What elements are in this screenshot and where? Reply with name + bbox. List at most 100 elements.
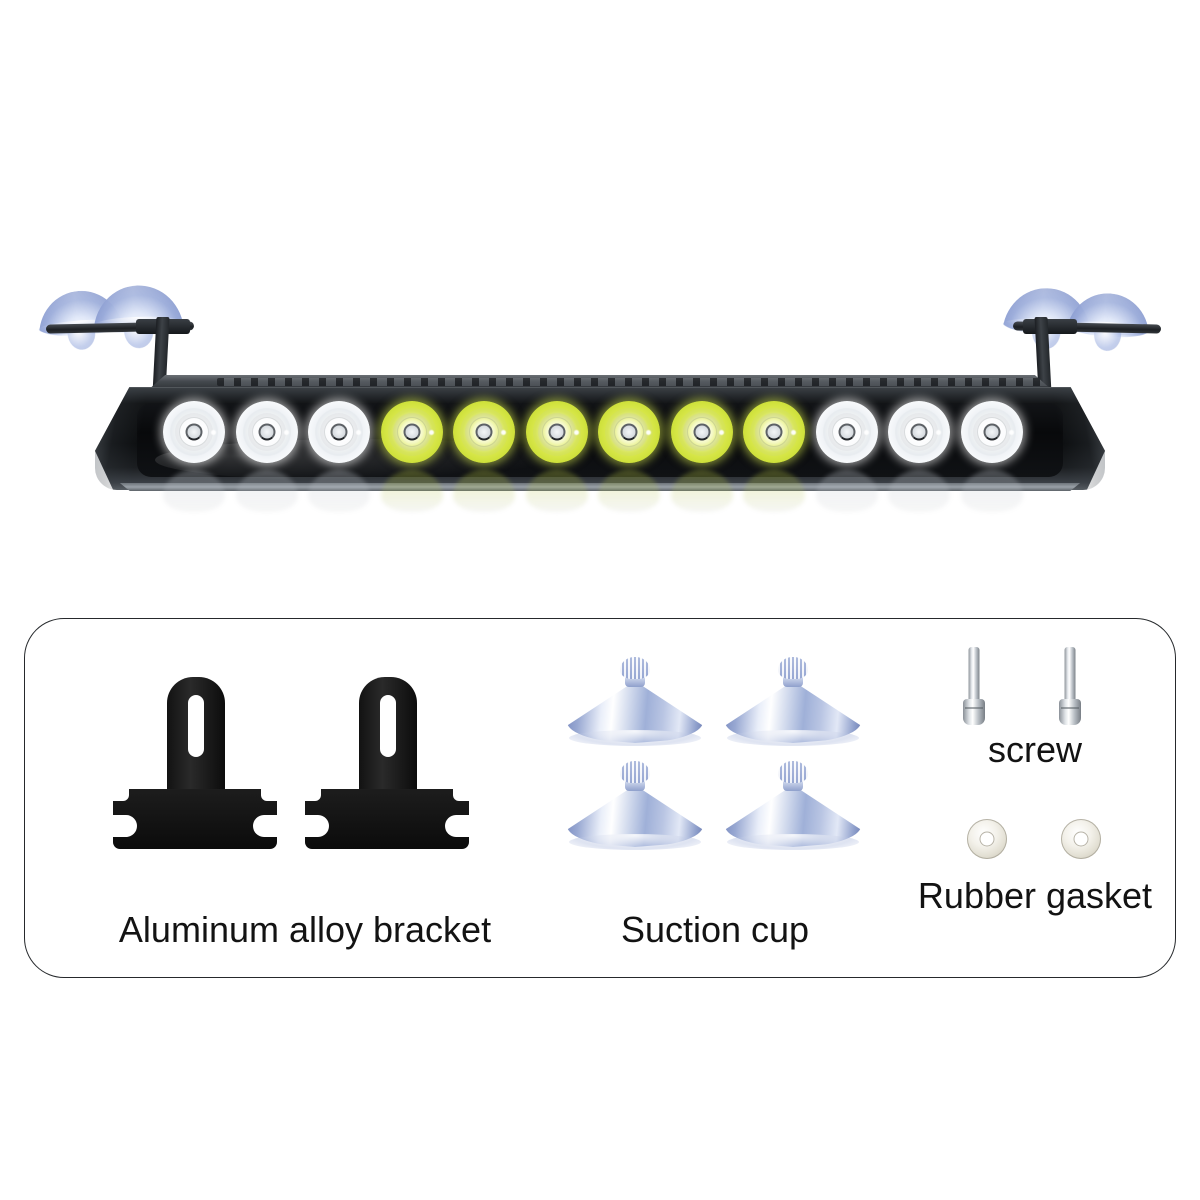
bracket-notch-right bbox=[445, 815, 471, 837]
led-reflection bbox=[235, 470, 298, 512]
led-reflection bbox=[525, 470, 588, 512]
bracket-upright-post bbox=[167, 677, 225, 799]
bracket-notch-left bbox=[111, 815, 137, 837]
led-reflection bbox=[598, 470, 661, 512]
accessory-label-suction-cup: Suction cup bbox=[620, 909, 810, 950]
led-emitter-chip bbox=[620, 423, 638, 441]
led-specular-dot bbox=[428, 430, 434, 436]
rubber-gasket-2 bbox=[1061, 819, 1101, 859]
accessory-label-screw: screw bbox=[987, 729, 1082, 770]
accessory-group-suction-cup: Suction cup bbox=[545, 647, 885, 957]
gasket-hole bbox=[979, 831, 995, 847]
bracket-shoulder-left bbox=[113, 789, 129, 801]
suction-cup-rim bbox=[569, 730, 701, 746]
led-emitter-chip bbox=[403, 423, 421, 441]
led-lens-7 bbox=[598, 401, 661, 463]
mount-assembly-left bbox=[30, 275, 230, 412]
led-lens-9 bbox=[743, 401, 806, 463]
led-lens-2 bbox=[235, 401, 298, 463]
led-emitter-chip bbox=[838, 423, 856, 441]
gasket-pair bbox=[967, 819, 1107, 859]
led-specular-dot bbox=[718, 430, 724, 436]
led-lens-4 bbox=[380, 401, 443, 463]
led-lens-12 bbox=[960, 401, 1023, 463]
led-reflection bbox=[670, 470, 733, 512]
suction-cup-knob bbox=[778, 657, 808, 679]
screw-shank bbox=[1064, 647, 1076, 703]
aluminum-alloy-bracket-2 bbox=[303, 677, 471, 849]
housing-bottom-lip bbox=[119, 483, 1081, 491]
led-row bbox=[163, 400, 1023, 464]
bracket-notch-left bbox=[303, 815, 329, 837]
led-specular-dot bbox=[211, 430, 216, 436]
suction-cup-rim bbox=[727, 834, 859, 850]
led-emitter-chip bbox=[693, 423, 711, 441]
led-reflection bbox=[453, 470, 516, 512]
suction-cup-rim bbox=[569, 834, 701, 850]
suction-cup-knob bbox=[620, 657, 650, 679]
bracket-shoulder-left bbox=[305, 789, 321, 801]
bracket-shoulder-right bbox=[261, 789, 277, 801]
led-specular-dot bbox=[356, 430, 362, 436]
bracket-pair bbox=[111, 677, 493, 857]
led-reflection bbox=[308, 470, 371, 512]
screw-shank bbox=[968, 647, 980, 703]
led-reflection bbox=[815, 470, 878, 512]
screw-pair bbox=[963, 647, 1107, 725]
led-reflection-row bbox=[163, 470, 1023, 512]
aluminum-alloy-bracket-1 bbox=[111, 677, 279, 849]
led-reflection bbox=[163, 470, 225, 512]
mount-assembly-right bbox=[975, 275, 1175, 412]
screw-head-seam bbox=[1061, 707, 1079, 709]
suction-cup-knob bbox=[620, 761, 650, 783]
led-lens-1 bbox=[163, 401, 225, 463]
led-emitter-chip bbox=[910, 423, 928, 441]
accessory-group-fasteners: screw Rubber gasket bbox=[905, 633, 1165, 963]
suction-cup-grid bbox=[565, 655, 865, 855]
led-lens-8 bbox=[670, 401, 733, 463]
led-specular-dot bbox=[936, 430, 942, 436]
led-reflection bbox=[743, 470, 806, 512]
screw-2 bbox=[1059, 647, 1081, 725]
led-emitter-chip bbox=[185, 423, 203, 441]
gasket-hole bbox=[1073, 831, 1089, 847]
led-reflection bbox=[888, 470, 951, 512]
accessory-label-rubber-gasket: Rubber gasket bbox=[917, 875, 1153, 916]
accessory-label-bracket: Aluminum alloy bracket bbox=[118, 909, 492, 950]
led-emitter-chip bbox=[258, 423, 276, 441]
led-specular-dot bbox=[646, 430, 652, 436]
suction-cup-4 bbox=[725, 759, 861, 850]
led-specular-dot bbox=[573, 430, 579, 436]
led-emitter-chip bbox=[983, 423, 1001, 441]
led-emitter-chip bbox=[330, 423, 348, 441]
screw-head bbox=[1059, 699, 1081, 725]
led-lens-6 bbox=[525, 401, 588, 463]
housing-vent-ribs bbox=[217, 378, 1053, 386]
led-reflection bbox=[380, 470, 443, 512]
bracket-notch-right bbox=[253, 815, 279, 837]
led-emitter-chip bbox=[475, 423, 493, 441]
bracket-base-plate bbox=[111, 789, 279, 849]
suction-cup-3 bbox=[567, 759, 703, 850]
product-hero-image bbox=[0, 0, 1175, 512]
led-specular-dot bbox=[1008, 430, 1014, 436]
mount-bracket-plate-right bbox=[1023, 319, 1077, 334]
led-specular-dot bbox=[791, 430, 797, 436]
screw-head bbox=[963, 699, 985, 725]
rubber-gasket-1 bbox=[967, 819, 1007, 859]
led-lens-11 bbox=[888, 401, 951, 463]
screw-1 bbox=[963, 647, 985, 725]
led-specular-dot bbox=[863, 430, 869, 436]
suction-cup-knob bbox=[778, 761, 808, 783]
led-emitter-chip bbox=[765, 423, 783, 441]
led-specular-dot bbox=[283, 430, 289, 436]
suction-cup-rim bbox=[727, 730, 859, 746]
suction-cup-2 bbox=[725, 655, 861, 746]
accessory-group-bracket: Aluminum alloy bracket bbox=[65, 647, 545, 957]
led-lens-5 bbox=[453, 401, 516, 463]
led-specular-dot bbox=[501, 430, 507, 436]
suction-cup-1 bbox=[567, 655, 703, 746]
accessories-panel: Aluminum alloy bracket bbox=[24, 618, 1176, 978]
led-lens-3 bbox=[308, 401, 371, 463]
bracket-upright-post bbox=[359, 677, 417, 799]
